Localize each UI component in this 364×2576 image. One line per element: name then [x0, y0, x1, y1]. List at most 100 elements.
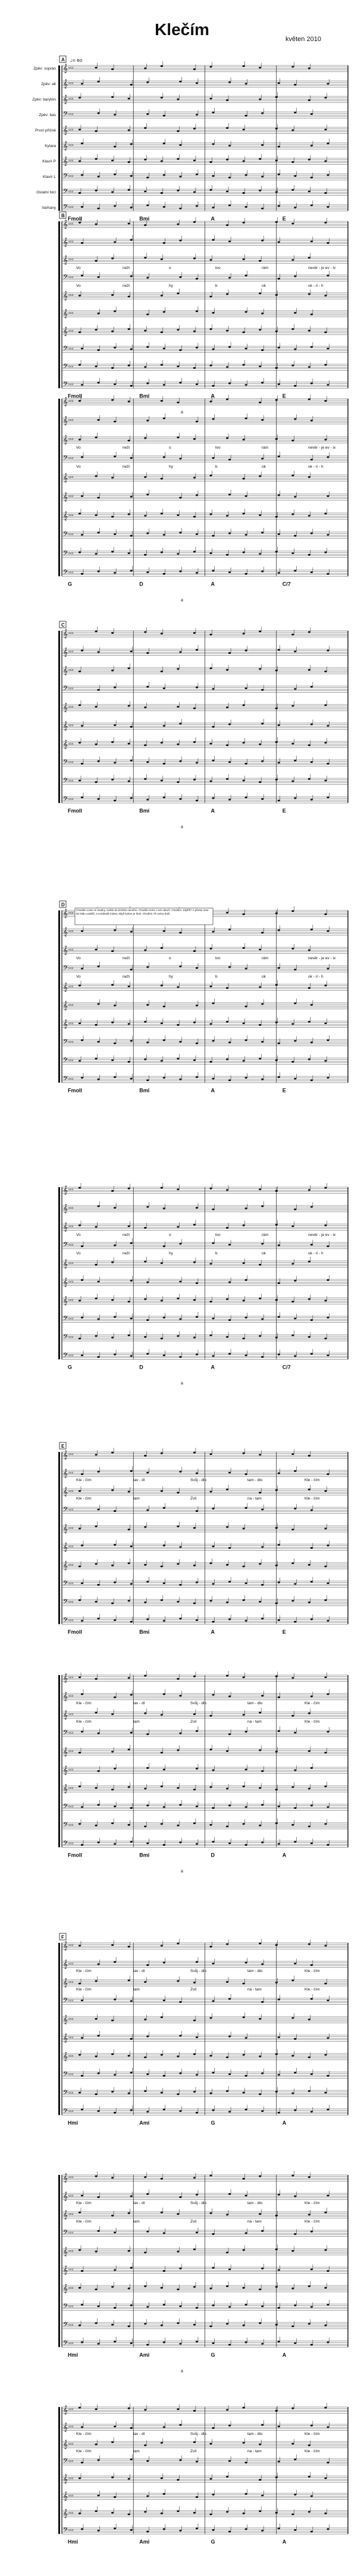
note-head	[277, 967, 280, 969]
note-head	[277, 1316, 280, 1318]
key-signature: ♯♯♯	[68, 1842, 74, 1846]
clef-icon: 𝄢	[63, 965, 68, 974]
clef-icon: 𝄞	[63, 256, 68, 265]
lyric-syllable: tvo	[215, 266, 221, 270]
note-head	[212, 2233, 215, 2235]
note-head	[162, 1806, 165, 1808]
note-head	[177, 986, 180, 988]
note-head	[261, 2230, 264, 2232]
note-head	[294, 2071, 297, 2074]
note-head	[225, 912, 229, 914]
note-head	[146, 1206, 149, 1208]
chord-symbol: A	[283, 1852, 287, 1858]
note-head	[277, 82, 280, 84]
note-head	[146, 1580, 149, 1583]
note-head	[144, 1825, 147, 1827]
key-signature: ♯♯♯	[68, 1188, 74, 1192]
note-head	[177, 1787, 180, 1789]
note-head	[162, 384, 165, 386]
note-head	[310, 761, 313, 763]
note-head	[130, 1694, 133, 1696]
composition-date: květen 2010	[285, 36, 321, 43]
note-head	[111, 330, 114, 333]
note-head	[177, 2322, 180, 2324]
note-head	[242, 129, 245, 131]
lyric-syllable: Vo	[76, 1233, 81, 1237]
note-head	[111, 2324, 114, 2326]
lyric-syllable: neži	[123, 284, 130, 288]
note-head	[277, 205, 280, 207]
note-head	[324, 1490, 327, 1492]
note-head	[291, 1263, 294, 1265]
note-head	[324, 1060, 327, 1062]
clef-icon: 𝄢	[63, 1598, 68, 1607]
note-head	[146, 113, 149, 115]
note-head	[144, 744, 147, 746]
note-head	[225, 366, 229, 368]
lyric-syllable: Kle - čím	[76, 1478, 92, 1482]
chord-symbol: Hmi	[68, 2120, 78, 2126]
note-head	[144, 2090, 147, 2092]
note-head	[195, 277, 199, 280]
note-head	[212, 534, 215, 537]
note-head	[95, 1980, 98, 1982]
lyric-syllable: lav - dl	[133, 2201, 145, 2205]
note-head	[209, 2055, 212, 2057]
note-head	[78, 1785, 81, 1788]
clef-icon: 𝄞	[63, 1488, 68, 1497]
note-head	[160, 1262, 163, 1264]
note-head	[228, 1319, 231, 1321]
note-head	[212, 1242, 215, 1244]
note-head	[324, 984, 327, 987]
note-head	[259, 949, 262, 951]
note-head	[294, 348, 297, 350]
note-head	[193, 1822, 196, 1824]
note-head	[277, 1472, 280, 1475]
note-head	[291, 1714, 294, 1717]
key-signature: ♯♯♯	[68, 174, 74, 179]
note-head	[310, 1964, 313, 1966]
note-head	[111, 2053, 114, 2055]
page-mark: a	[181, 1869, 183, 1873]
system-9	[58, 1933, 349, 2115]
note-head	[127, 2325, 130, 2327]
note-head	[146, 81, 149, 83]
note-head	[95, 2251, 98, 2253]
note-head	[310, 723, 313, 725]
note-head	[291, 2250, 294, 2252]
note-head	[114, 145, 117, 148]
note-head	[324, 439, 327, 441]
note-head	[327, 1245, 330, 1247]
note-head	[228, 652, 231, 654]
note-head	[177, 158, 180, 160]
note-head	[130, 143, 133, 145]
note-head	[130, 2071, 133, 2074]
note-head	[130, 1732, 133, 1734]
note-head	[177, 223, 180, 226]
note-head	[327, 1620, 330, 1622]
note-head	[225, 1674, 229, 1677]
note-head	[193, 1527, 196, 1529]
note-head	[78, 1945, 81, 1947]
note-head	[127, 161, 130, 163]
note-head	[80, 206, 84, 208]
note-head	[144, 127, 147, 129]
note-head	[179, 1732, 182, 1735]
note-head	[294, 688, 297, 690]
note-head	[244, 1620, 247, 1622]
note-head	[225, 99, 229, 101]
note-head	[193, 1602, 196, 1604]
note-head	[114, 420, 117, 422]
note-head	[195, 649, 199, 651]
note-head	[324, 1599, 327, 1601]
note-head	[160, 2016, 163, 2018]
lyric-syllable: Kle - čím	[76, 1701, 92, 1705]
note-head	[261, 1617, 264, 1620]
note-head	[209, 2513, 212, 2515]
note-head	[261, 931, 264, 934]
note-head	[307, 1021, 310, 1023]
system-bracket	[58, 221, 60, 389]
note-head	[111, 1751, 114, 1753]
note-head	[291, 1023, 294, 1025]
key-signature: ♯♯♯	[68, 2442, 74, 2446]
